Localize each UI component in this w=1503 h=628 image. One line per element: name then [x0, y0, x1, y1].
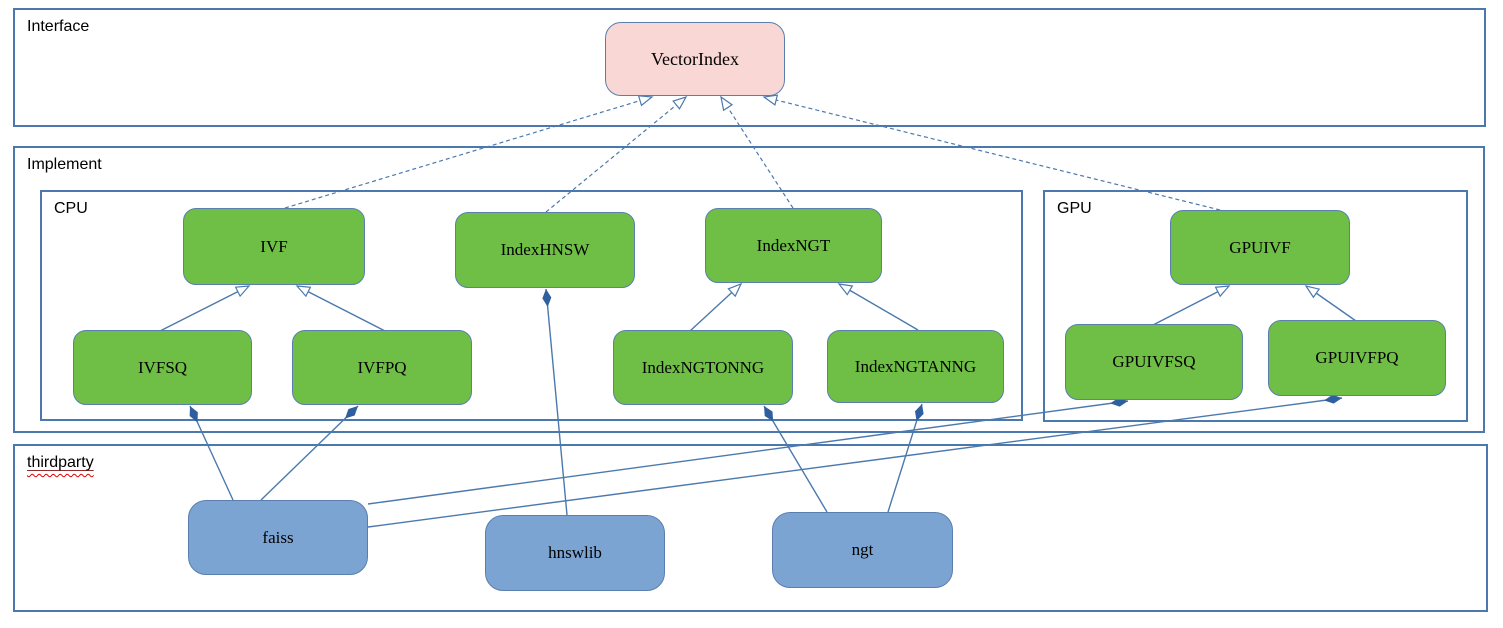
container-cpu: CPU [40, 190, 1023, 421]
edge-ngt-indexngtonng [763, 405, 828, 513]
container-label-gpu: GPU [1057, 200, 1092, 217]
node-ngt[interactable]: ngt [772, 512, 953, 588]
node-label-vectorindex: VectorIndex [651, 48, 739, 69]
node-label-ivf: IVF [260, 236, 288, 256]
edge-gpuivfsq-gpuivf [1152, 285, 1231, 326]
container-label-cpu: CPU [54, 200, 88, 217]
node-indexngtonng[interactable]: IndexNGTONNG [613, 330, 793, 405]
node-label-ivfsq: IVFSQ [137, 357, 188, 377]
edge-gpuivfpq-gpuivf [1304, 285, 1357, 322]
node-label-faiss: faiss [262, 527, 294, 547]
container-label-interface: Interface [27, 18, 90, 35]
node-label-indexngt: IndexNGT [756, 235, 831, 255]
node-indexhnsw[interactable]: IndexHNSW [455, 212, 635, 288]
container-label-thirdparty: thirdparty [27, 454, 94, 472]
node-label-ngt: ngt [851, 540, 874, 559]
edge-indexngtonng-indexngt [689, 282, 743, 332]
node-vectorindex[interactable]: VectorIndex [605, 22, 785, 96]
node-label-indexngtonng: IndexNGTONNG [641, 357, 765, 377]
edge-hnswlib-indexhnsw [542, 288, 568, 516]
node-ivfsq[interactable]: IVFSQ [73, 330, 252, 405]
node-indexngt[interactable]: IndexNGT [705, 208, 882, 283]
edge-indexngtanng-indexngt [837, 283, 919, 331]
container-thirdparty: thirdparty [13, 444, 1488, 612]
node-indexngtanng[interactable]: IndexNGTANNG [827, 330, 1004, 403]
node-label-hnswlib: hnswlib [548, 543, 602, 562]
edge-ivf-vectorindex [284, 95, 654, 209]
edge-gpuivf-vectorindex [762, 94, 1221, 211]
node-hnswlib[interactable]: hnswlib [485, 515, 665, 591]
node-label-gpuivf: GPUIVF [1229, 237, 1291, 257]
node-gpuivf[interactable]: GPUIVF [1170, 210, 1350, 285]
container-label-text-thirdparty: thirdparty [27, 454, 94, 471]
node-label-ivfpq: IVFPQ [357, 357, 407, 377]
container-label-implement: Implement [27, 156, 102, 173]
node-gpuivfsq[interactable]: GPUIVFSQ [1065, 324, 1243, 400]
node-label-gpuivfsq: GPUIVFSQ [1112, 352, 1196, 371]
edge-faiss-ivfpq [260, 405, 359, 501]
edge-ngt-indexngtanng [887, 403, 924, 513]
node-gpuivfpq[interactable]: GPUIVFPQ [1268, 320, 1446, 396]
node-ivfpq[interactable]: IVFPQ [292, 330, 472, 405]
container-implement: Implement [13, 146, 1485, 433]
container-interface: Interface [13, 8, 1486, 127]
node-ivf[interactable]: IVF [183, 208, 365, 285]
edge-faiss-ivfsq [189, 405, 234, 501]
edge-indexngt-vectorindex [720, 95, 794, 209]
container-gpu: GPU [1043, 190, 1468, 422]
edge-indexhnsw-vectorindex [545, 95, 688, 213]
edge-ivfpq-ivf [295, 285, 386, 332]
node-label-indexngtanng: IndexNGTANNG [854, 356, 977, 376]
edge-ivfsq-ivf [159, 285, 251, 332]
node-label-indexhnsw: IndexHNSW [500, 240, 590, 259]
edge-faiss-gpuivfpq [367, 394, 1343, 528]
node-faiss[interactable]: faiss [188, 500, 368, 575]
edge-faiss-gpuivfsq [367, 397, 1129, 505]
node-label-gpuivfpq: GPUIVFPQ [1315, 348, 1399, 367]
